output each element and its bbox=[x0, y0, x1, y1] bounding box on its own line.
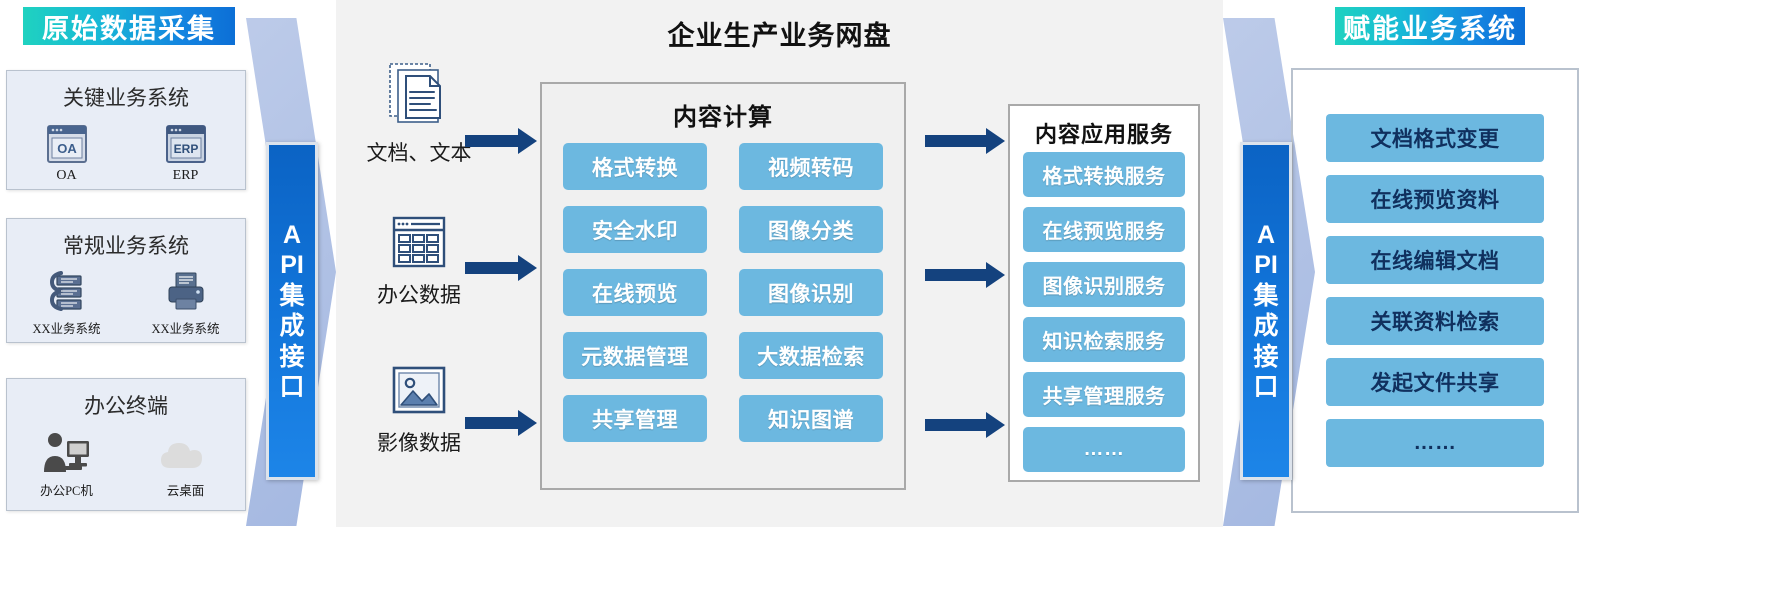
center-panel-title: 企业生产业务网盘 bbox=[667, 21, 892, 51]
api-line-3: 成 bbox=[279, 312, 305, 340]
api-line-2: 集 bbox=[1253, 281, 1279, 310]
documents-icon bbox=[389, 63, 441, 123]
left-item-label: 办公PC机 bbox=[40, 484, 93, 498]
compute-item-image-classification[interactable]: 图像分类 bbox=[739, 206, 883, 253]
right-frame bbox=[1291, 68, 1579, 513]
content-services-list: 格式转换服务 在线预览服务 图像识别服务 知识检索服务 共享管理服务 …… bbox=[1023, 152, 1185, 472]
right-items-list: 文档格式变更 在线预览资料 在线编辑文档 关联资料检索 发起文件共享 …… bbox=[1326, 114, 1544, 467]
compute-item-share-management[interactable]: 共享管理 bbox=[563, 395, 707, 442]
left-item-pc: 办公PC机 bbox=[19, 430, 115, 499]
left-item-biz-2: XX业务系统 bbox=[138, 268, 234, 337]
left-item-oa: OA OA bbox=[19, 124, 115, 184]
compute-item-security-watermark[interactable]: 安全水印 bbox=[563, 206, 707, 253]
right-item-more[interactable]: …… bbox=[1326, 419, 1544, 467]
arrow-image-to-compute bbox=[465, 410, 537, 436]
cloud-icon bbox=[160, 443, 202, 468]
compute-item-image-recognition[interactable]: 图像识别 bbox=[739, 269, 883, 316]
erp-window-icon: ERP bbox=[165, 125, 206, 163]
right-item-doc-format-change[interactable]: 文档格式变更 bbox=[1326, 114, 1544, 162]
compute-item-video-transcode[interactable]: 视频转码 bbox=[739, 143, 883, 190]
compute-item-knowledge-graph[interactable]: 知识图谱 bbox=[739, 395, 883, 442]
input-label: 办公数据 bbox=[377, 283, 461, 307]
service-item-more[interactable]: …… bbox=[1023, 427, 1185, 472]
right-section-badge: 赋能业务系统 bbox=[1332, 4, 1528, 48]
printer-icon bbox=[168, 272, 203, 310]
arrow-office-to-compute bbox=[465, 255, 537, 281]
input-office-data: 办公数据 bbox=[360, 212, 478, 309]
left-item-label: ERP bbox=[172, 168, 199, 183]
compute-item-online-preview[interactable]: 在线预览 bbox=[563, 269, 707, 316]
right-item-online-preview[interactable]: 在线预览资料 bbox=[1326, 175, 1544, 223]
input-documents: 文档、文本 bbox=[360, 60, 478, 167]
left-card-title: 办公终端 bbox=[84, 394, 168, 418]
left-card-title: 常规业务系统 bbox=[63, 234, 189, 258]
right-item-file-share[interactable]: 发起文件共享 bbox=[1326, 358, 1544, 406]
left-card-title: 关键业务系统 bbox=[63, 86, 189, 110]
input-image-data: 影像数据 bbox=[360, 360, 478, 457]
left-item-label: OA bbox=[56, 168, 77, 183]
oa-window-icon: OA bbox=[46, 125, 87, 163]
left-item-erp: ERP ERP bbox=[138, 124, 234, 184]
left-card-key-business: 关键业务系统 OA OA ERP bbox=[6, 70, 246, 190]
compute-item-metadata-management[interactable]: 元数据管理 bbox=[563, 332, 707, 379]
left-card-regular-business: 常规业务系统 XX业务系统 bbox=[6, 218, 246, 343]
left-section-badge: 原始数据采集 bbox=[20, 4, 238, 48]
left-item-label: XX业务系统 bbox=[151, 322, 220, 336]
right-item-online-edit[interactable]: 在线编辑文档 bbox=[1326, 236, 1544, 284]
api-integration-left: A PI 集 成 接 口 bbox=[266, 142, 318, 480]
api-line-5: 口 bbox=[1253, 373, 1279, 401]
arrow-compute-to-services-3 bbox=[925, 412, 1005, 438]
service-item-image-recognition[interactable]: 图像识别服务 bbox=[1023, 262, 1185, 307]
api-line-4: 接 bbox=[1253, 342, 1279, 371]
image-icon bbox=[392, 366, 446, 414]
api-line-0: A bbox=[282, 220, 302, 249]
arrow-compute-to-services-2 bbox=[925, 262, 1005, 288]
api-integration-right: A PI 集 成 接 口 bbox=[1240, 142, 1292, 480]
arrow-documents-to-compute bbox=[465, 128, 537, 154]
arrow-compute-to-services-1 bbox=[925, 128, 1005, 154]
api-line-5: 口 bbox=[279, 373, 305, 401]
left-card-office-terminal: 办公终端 办公PC机 云桌面 bbox=[6, 378, 246, 511]
input-label: 影像数据 bbox=[377, 431, 461, 455]
service-item-online-preview[interactable]: 在线预览服务 bbox=[1023, 207, 1185, 252]
api-line-1: PI bbox=[280, 251, 304, 279]
svg-text:ERP: ERP bbox=[173, 142, 198, 156]
server-stack-icon bbox=[49, 271, 82, 311]
left-item-cloud: 云桌面 bbox=[138, 430, 234, 499]
api-line-0: A bbox=[1256, 220, 1276, 249]
service-item-format-conversion[interactable]: 格式转换服务 bbox=[1023, 152, 1185, 197]
content-compute-grid: 格式转换 视频转码 安全水印 图像分类 在线预览 图像识别 元数据管理 大数据检… bbox=[563, 143, 883, 442]
left-item-biz-1: XX业务系统 bbox=[19, 268, 115, 337]
service-item-share-management[interactable]: 共享管理服务 bbox=[1023, 372, 1185, 417]
input-label: 文档、文本 bbox=[366, 141, 472, 165]
content-services-title: 内容应用服务 bbox=[1034, 122, 1173, 147]
api-line-3: 成 bbox=[1253, 312, 1279, 340]
compute-item-format-conversion[interactable]: 格式转换 bbox=[563, 143, 707, 190]
compute-item-bigdata-search[interactable]: 大数据检索 bbox=[739, 332, 883, 379]
left-item-label: XX业务系统 bbox=[32, 322, 101, 336]
person-at-desktop-icon bbox=[43, 433, 89, 472]
svg-text:OA: OA bbox=[57, 141, 77, 156]
right-item-related-search[interactable]: 关联资料检索 bbox=[1326, 297, 1544, 345]
input-sources: 文档、文本 办公数据 影像数据 bbox=[360, 60, 500, 480]
api-line-1: PI bbox=[1254, 251, 1278, 279]
api-line-4: 接 bbox=[279, 342, 305, 371]
content-compute-title: 内容计算 bbox=[673, 104, 773, 131]
left-item-label: 云桌面 bbox=[166, 484, 205, 498]
api-line-2: 集 bbox=[279, 281, 305, 310]
service-item-knowledge-search[interactable]: 知识检索服务 bbox=[1023, 317, 1185, 362]
spreadsheet-icon bbox=[392, 216, 446, 268]
